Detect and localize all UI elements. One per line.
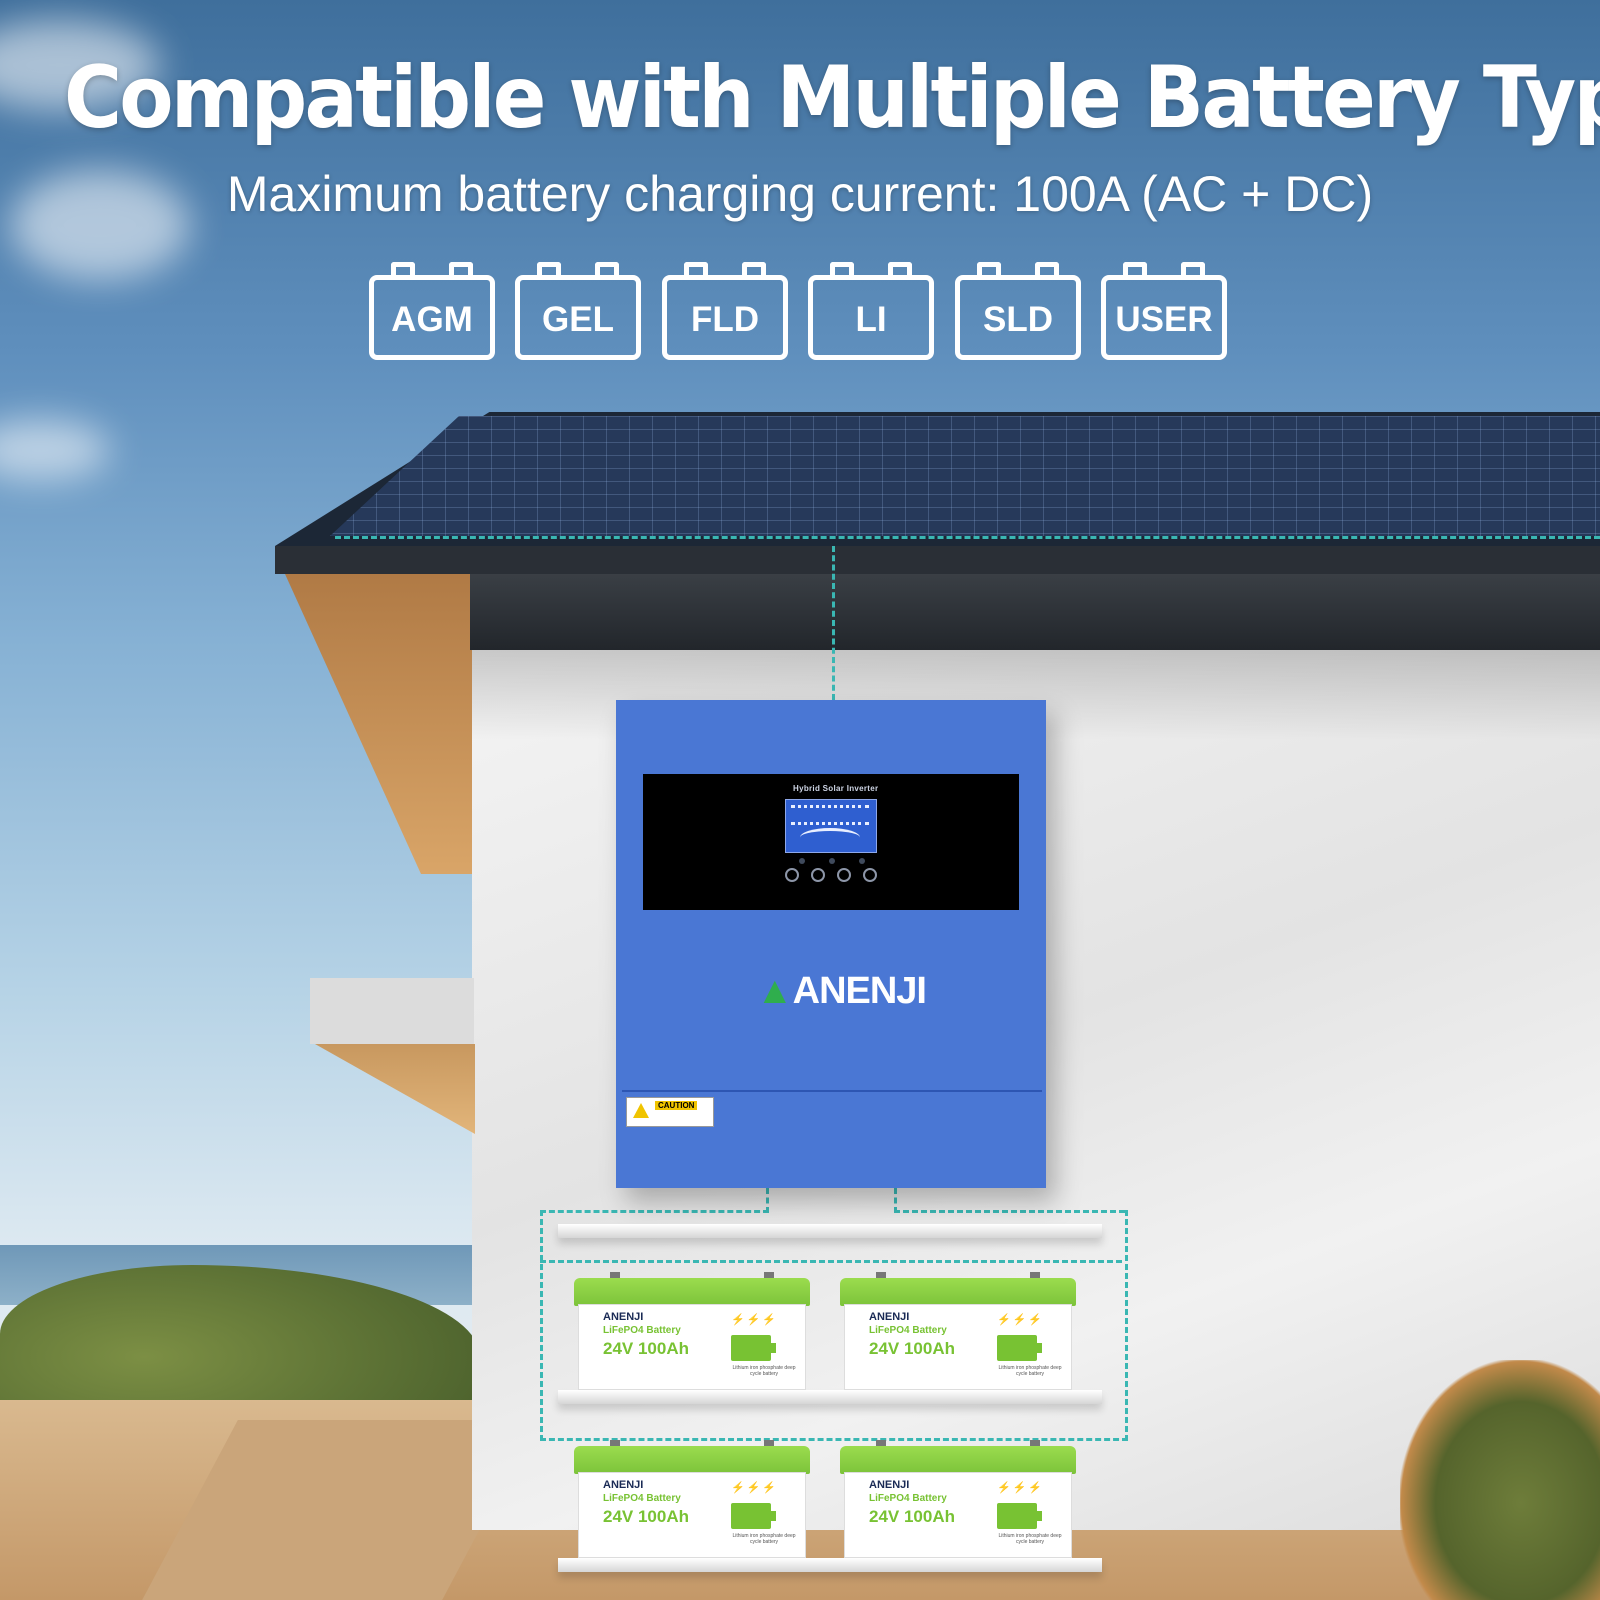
warning-triangle-icon bbox=[633, 1103, 649, 1118]
inverter-esc-button bbox=[785, 868, 799, 882]
battery-spec: 24V 100Ah bbox=[603, 1507, 689, 1526]
battery-spec: 24V 100Ah bbox=[869, 1507, 955, 1526]
lightning-icon: ⚡⚡⚡ bbox=[731, 1482, 779, 1494]
hybrid-inverter: Hybrid Solar Inverter ▲ANENJI CAUTION bbox=[616, 700, 1046, 1188]
battery-type-fld-icon: FLD bbox=[662, 262, 788, 360]
battery-type-label: AGM bbox=[391, 300, 473, 339]
battery-group-dash bbox=[540, 1210, 1128, 1441]
battery-brand: ANENJI bbox=[603, 1311, 644, 1323]
shelf-bottom bbox=[558, 1558, 1102, 1572]
inverter-brand-text: ANENJI bbox=[792, 970, 927, 1012]
battery-type: LiFePO4 Battery bbox=[869, 1493, 947, 1504]
battery-spec: 24V 100Ah bbox=[869, 1339, 955, 1358]
lightning-icon: ⚡⚡⚡ bbox=[731, 1314, 779, 1326]
shelf-top bbox=[558, 1224, 1102, 1238]
panel-to-inverter-dash bbox=[832, 546, 835, 700]
page-title: Compatible with Multiple Battery Types bbox=[64, 48, 1600, 148]
battery-type: LiFePO4 Battery bbox=[603, 1493, 681, 1504]
inverter-down-button bbox=[837, 868, 851, 882]
cloud bbox=[0, 420, 110, 480]
cloud bbox=[10, 170, 190, 280]
brand-mark-icon: ▲ bbox=[756, 970, 794, 1012]
inverter-panel-seam bbox=[622, 1090, 1042, 1092]
battery-type-user-icon: USER bbox=[1101, 262, 1227, 360]
battery-type-agm-icon: AGM bbox=[369, 262, 495, 360]
shrub bbox=[1400, 1360, 1600, 1600]
lightning-icon: ⚡⚡⚡ bbox=[997, 1314, 1045, 1326]
inverter-to-battery-dash-left bbox=[540, 1188, 769, 1213]
inverter-to-battery-dash-right bbox=[894, 1188, 1125, 1213]
battery-charge-icon bbox=[997, 1503, 1042, 1529]
battery-type-label: GEL bbox=[542, 300, 614, 339]
page-subtitle: Maximum battery charging current: 100A (… bbox=[226, 166, 1374, 222]
battery-type: LiFePO4 Battery bbox=[603, 1325, 681, 1336]
caution-text: CAUTION bbox=[655, 1101, 698, 1110]
battery-pack: ANENJI LiFePO4 Battery 24V 100Ah ⚡⚡⚡ Lit… bbox=[840, 1272, 1076, 1390]
battery-type-label: FLD bbox=[690, 300, 760, 339]
battery-spec: 24V 100Ah bbox=[603, 1339, 689, 1358]
battery-type-list: AGM GEL FLD LI SLD USER bbox=[369, 262, 1231, 362]
inverter-status-leds bbox=[793, 858, 869, 868]
inverter-up-button bbox=[811, 868, 825, 882]
battery-note: Lithium iron phosphate deep cycle batter… bbox=[998, 1533, 1062, 1545]
inverter-display-title: Hybrid Solar Inverter bbox=[793, 784, 879, 793]
roof-edge bbox=[275, 546, 1600, 574]
inverter-display-panel: Hybrid Solar Inverter bbox=[643, 774, 1019, 910]
battery-type-gel-icon: GEL bbox=[515, 262, 641, 360]
battery-type: LiFePO4 Battery bbox=[869, 1325, 947, 1336]
battery-brand: ANENJI bbox=[869, 1311, 910, 1323]
battery-note: Lithium iron phosphate deep cycle batter… bbox=[732, 1365, 796, 1377]
inverter-enter-button bbox=[863, 868, 877, 882]
inverter-buttons bbox=[785, 868, 881, 890]
panel-outline-dash bbox=[335, 536, 1600, 539]
battery-type-label: SLD bbox=[983, 300, 1053, 339]
canopy-underside bbox=[315, 1044, 475, 1134]
battery-brand: ANENJI bbox=[603, 1479, 644, 1491]
battery-charge-icon bbox=[997, 1335, 1042, 1361]
battery-type-sld-icon: SLD bbox=[955, 262, 1081, 360]
battery-top-dash bbox=[540, 1260, 1122, 1263]
cloud bbox=[0, 20, 160, 110]
battery-pack: ANENJI LiFePO4 Battery 24V 100Ah ⚡⚡⚡ Lit… bbox=[574, 1440, 810, 1558]
inverter-lcd-screen bbox=[785, 799, 877, 853]
battery-pack: ANENJI LiFePO4 Battery 24V 100Ah ⚡⚡⚡ Lit… bbox=[840, 1440, 1076, 1558]
battery-note: Lithium iron phosphate deep cycle batter… bbox=[732, 1533, 796, 1545]
battery-type-label: LI bbox=[855, 300, 887, 339]
battery-type-li-icon: LI bbox=[808, 262, 934, 360]
battery-pack: ANENJI LiFePO4 Battery 24V 100Ah ⚡⚡⚡ Lit… bbox=[574, 1272, 810, 1390]
inverter-caution-label: CAUTION bbox=[626, 1097, 714, 1127]
battery-note: Lithium iron phosphate deep cycle batter… bbox=[998, 1365, 1062, 1377]
battery-charge-icon bbox=[731, 1335, 776, 1361]
inverter-brand-logo: ▲ANENJI bbox=[756, 970, 927, 1013]
battery-type-label: USER bbox=[1115, 300, 1213, 339]
roof-fascia bbox=[470, 574, 1600, 650]
shelf-middle bbox=[558, 1390, 1102, 1404]
battery-brand: ANENJI bbox=[869, 1479, 910, 1491]
solar-panels bbox=[330, 416, 1600, 536]
canopy bbox=[310, 978, 474, 1044]
battery-charge-icon bbox=[731, 1503, 776, 1529]
lightning-icon: ⚡⚡⚡ bbox=[997, 1482, 1045, 1494]
roof-eave bbox=[285, 574, 485, 874]
